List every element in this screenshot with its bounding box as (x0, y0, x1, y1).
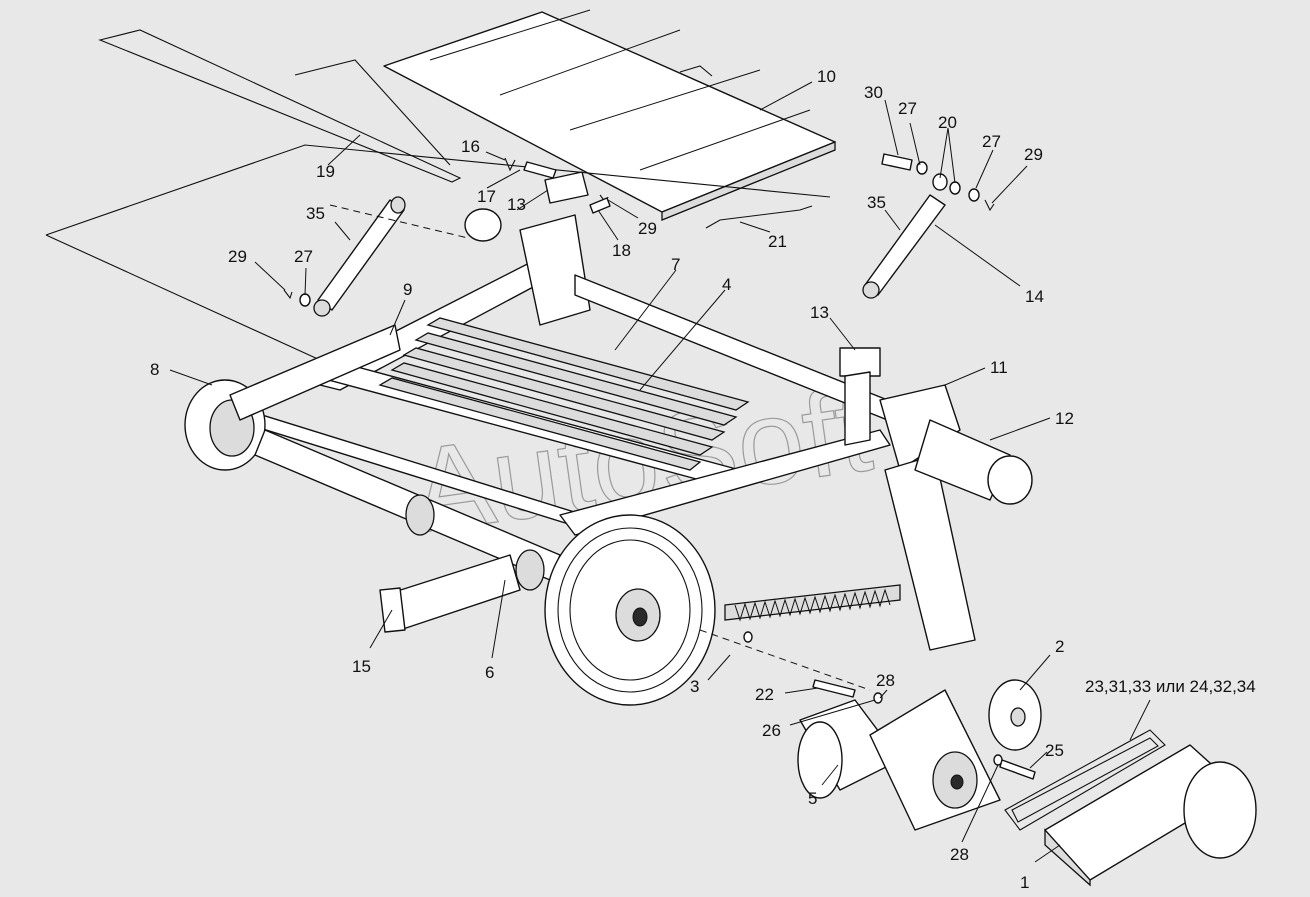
pin-30 (881, 153, 913, 171)
link-13-upper (544, 171, 589, 204)
leader-lines (169, 81, 1151, 863)
callout-29-a: 29 (228, 247, 247, 266)
pin-22 (812, 679, 856, 698)
callout-13-lower: 13 (810, 303, 829, 322)
callout-7: 7 (671, 255, 680, 274)
callout-12: 12 (1055, 409, 1074, 428)
cylinder-35-right (862, 194, 946, 299)
spring (724, 584, 901, 622)
left-drum-8 (184, 324, 401, 471)
sprocket-2 (988, 679, 1042, 751)
bracket-13-lower (839, 347, 881, 446)
callout-15: 15 (352, 657, 371, 676)
callout-28-b: 28 (950, 845, 969, 864)
callout-16: 16 (461, 137, 480, 156)
ball-joint (464, 208, 502, 242)
callout-29-c: 29 (1024, 145, 1043, 164)
callout-4: 4 (722, 275, 731, 294)
callout-28-a: 28 (876, 671, 895, 690)
callout-18: 18 (612, 241, 631, 260)
callout-21: 21 (768, 232, 787, 251)
callout-6: 6 (485, 663, 494, 682)
arm-11 (879, 384, 976, 651)
callout-19: 19 (316, 162, 335, 181)
callout-27-b: 27 (982, 132, 1001, 151)
gear-plate (869, 689, 1001, 831)
callout-11: 11 (990, 358, 1008, 377)
callout-17: 17 (477, 187, 496, 206)
pin-25 (999, 759, 1036, 780)
bracket-15 (379, 554, 521, 633)
callout-27-c: 27 (294, 247, 313, 266)
callout-14: 14 (1025, 287, 1044, 306)
callout-20: 20 (938, 113, 957, 132)
callout-30: 30 (864, 83, 883, 102)
pin-17-18 (504, 157, 611, 214)
callout-3: 3 (690, 677, 699, 696)
callout-13-upper: 13 (507, 195, 526, 214)
callout-26: 26 (762, 721, 781, 740)
cover-1 (1044, 744, 1257, 887)
callout-35-left: 35 (306, 204, 325, 223)
callout-labels: 1 2 3 4 5 6 7 8 9 10 11 12 13 13 14 15 1… (150, 67, 1256, 892)
conveyor-slats-4 (378, 317, 750, 471)
pulley-3 (544, 514, 716, 706)
callout-9: 9 (403, 280, 412, 299)
callout-5: 5 (808, 789, 817, 808)
callout-25: 25 (1045, 741, 1064, 760)
callout-10: 10 (817, 67, 836, 86)
callout-35-right: 35 (867, 193, 886, 212)
callout-23-31-33: 23,31,33 или 24,32,34 (1085, 677, 1256, 696)
washers-27-20 (299, 161, 1003, 766)
shaft-12 (914, 419, 1033, 505)
motor-5 (797, 699, 901, 799)
assembly-axis-lines (329, 204, 871, 691)
callout-8: 8 (150, 360, 159, 379)
shield-panel-19 (45, 29, 831, 361)
callout-22: 22 (755, 685, 774, 704)
callout-29-b: 29 (638, 219, 657, 238)
belt-23 (1004, 729, 1166, 831)
cover-panel-10 (383, 9, 836, 221)
rod-21 (705, 205, 813, 229)
callout-1: 1 (1020, 873, 1029, 892)
callout-27-a: 27 (898, 99, 917, 118)
callout-2: 2 (1055, 637, 1064, 656)
shaft-6 (254, 429, 561, 591)
cylinder-35-left (313, 196, 406, 317)
